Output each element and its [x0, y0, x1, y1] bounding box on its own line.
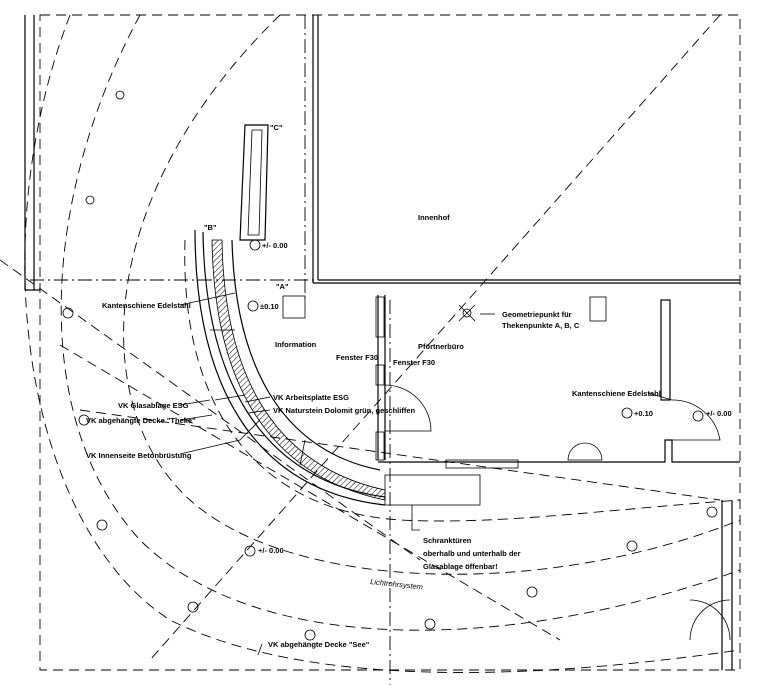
label-naturstein: VK Naturstein Dolomit grün, geschliffen [273, 406, 416, 415]
level-label: +0.10 [634, 409, 653, 418]
label-schranktueren: Schranktüren [423, 536, 472, 545]
section-marker-a: "A" [276, 282, 289, 291]
label-decke-see: VK abgehängte Decke "See" [268, 640, 370, 649]
level-marker-icon [621, 407, 633, 419]
label-arbeitsplatte: VK Arbeitsplatte ESG [273, 393, 349, 402]
label-kantenschiene: Kantenschiene Edelstahl [102, 301, 191, 310]
level-marker-icon [692, 410, 704, 422]
label-lichtrohr: Lichtrohrsystem [370, 577, 424, 591]
label-kantenschiene: Kantenschiene Edelstahl [572, 389, 661, 398]
level-label: ±0.10 [260, 302, 279, 311]
sheet-border [24, 14, 741, 671]
label-glasablage: VK Glasablage ESG [118, 401, 189, 410]
grid-axes [0, 14, 721, 685]
level-marker-icon [247, 300, 259, 312]
level-label: +/- 0.00 [262, 241, 288, 250]
room-label-information: Information [275, 340, 317, 349]
innenhof-outline [30, 15, 740, 284]
room-label-pfoertnerbuero: Pförtnerbüro [418, 342, 464, 351]
room-label-innenhof: Innenhof [418, 213, 450, 222]
label-geometriepunkt: Geometriepunkt für [502, 310, 572, 319]
ceiling-arcs [24, 14, 741, 673]
level-marker-icon [244, 545, 256, 557]
label-fenster: Fenster F30 [393, 358, 435, 367]
level-label: +/- 0.00 [706, 409, 732, 418]
interior-walls [282, 295, 740, 670]
section-marker-c: "C" [270, 123, 283, 132]
section-marker-b: "B" [204, 223, 217, 232]
label-schranktueren: Glasablage öffenbar! [423, 562, 498, 571]
label-decke-theke: VK abgehängte Decke "Theke" [86, 416, 196, 425]
label-fenster: Fenster F30 [336, 353, 378, 362]
level-marker-icon [249, 239, 261, 251]
label-geometriepunkt: Thekenpunkte A, B, C [502, 321, 580, 330]
label-betonbruestung: VK Innenseite Betonbrüstung [86, 451, 192, 460]
leader-lines [179, 292, 673, 656]
label-schranktueren: oberhalb und unterhalb der [423, 549, 521, 558]
level-label: +/- 0.00 [258, 546, 284, 555]
level-markers [244, 239, 704, 557]
